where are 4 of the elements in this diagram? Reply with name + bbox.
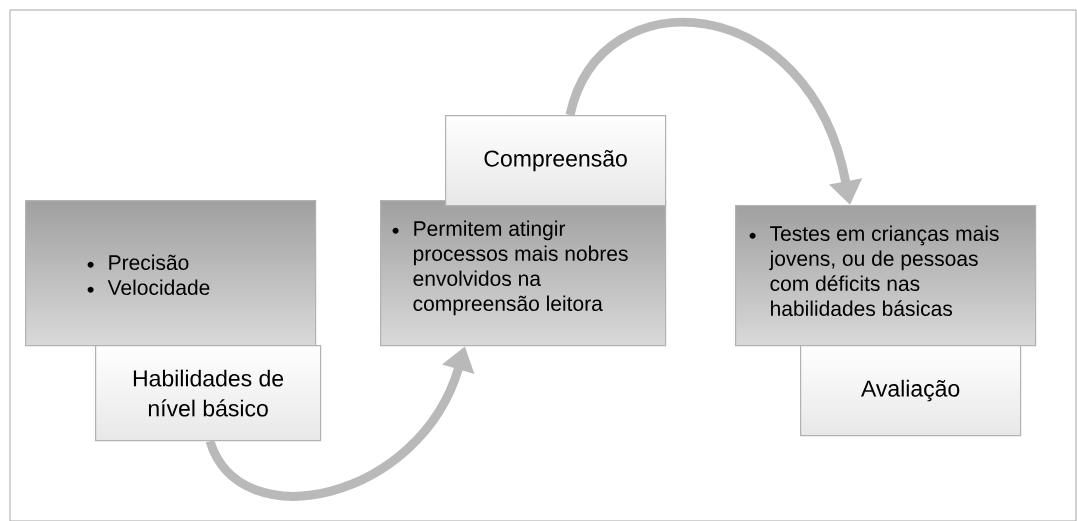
process-box: Precisão Velocidade (25, 200, 317, 347)
label-box: Compreensão (445, 115, 667, 207)
label-box: Avaliação (800, 345, 1022, 437)
label-box: Habilidades de nível básico (95, 345, 322, 442)
